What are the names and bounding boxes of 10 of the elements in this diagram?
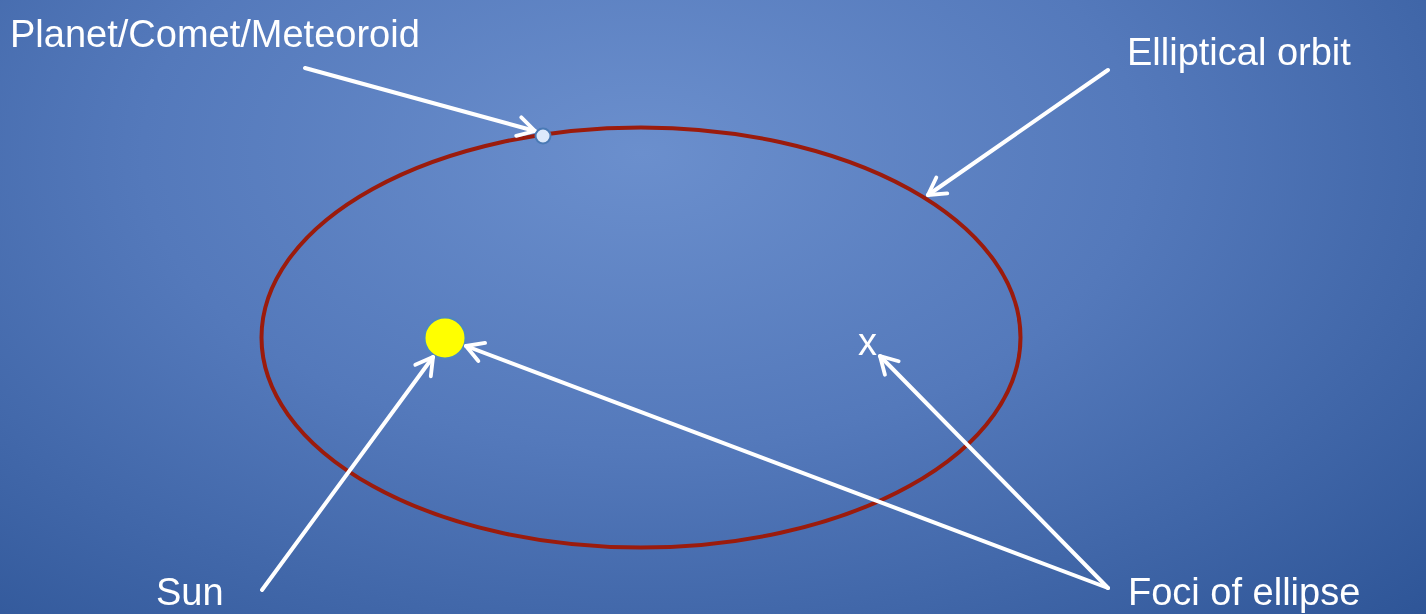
orbit-label: Elliptical orbit — [1127, 30, 1351, 74]
arrow — [878, 354, 1110, 590]
planet-label: Planet/Comet/Meteoroid — [10, 12, 420, 56]
sun-label: Sun — [156, 570, 224, 614]
arrow — [260, 355, 435, 592]
arrow — [926, 68, 1110, 197]
focus-mark: x — [858, 320, 877, 364]
arrow — [303, 66, 537, 138]
foci-label: Foci of ellipse — [1128, 570, 1361, 614]
arrow — [464, 341, 1110, 590]
